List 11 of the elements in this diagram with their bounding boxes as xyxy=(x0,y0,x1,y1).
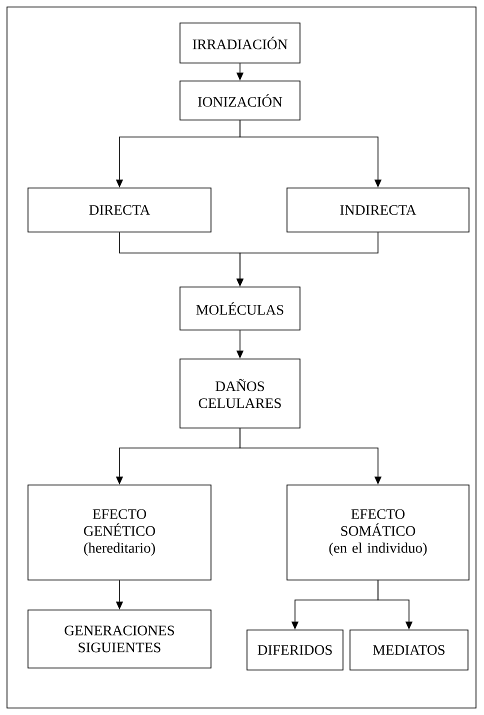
process-box: EFECTO GENÉTICO (hereditario) xyxy=(28,484,212,580)
process-box: MOLÉCULAS xyxy=(180,286,300,330)
process-box: INDIRECTA xyxy=(286,188,470,232)
process-box: MEDIATOS xyxy=(350,630,468,670)
process-box: EFECTO SOMÁTICO (en el individuo) xyxy=(286,484,470,580)
process-box: DIRECTA xyxy=(28,188,212,232)
process-box: DIFERIDOS xyxy=(246,630,344,670)
process-box: DAÑOS CELULARES xyxy=(180,358,300,428)
process-box: GENERACIONES SIGUIENTES xyxy=(28,610,212,668)
process-box: IONIZACIÓN xyxy=(180,80,300,120)
process-box: IRRADIACIÓN xyxy=(180,22,300,64)
